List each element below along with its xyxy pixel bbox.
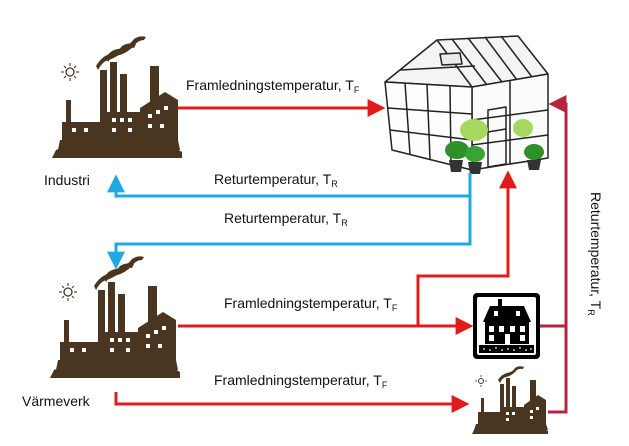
small-factory-icon (472, 366, 548, 434)
flow-retur-dark-vertical (548, 95, 568, 414)
industri-factory-icon (52, 36, 182, 158)
flow-retur-industri (107, 174, 470, 198)
sun-icon (61, 63, 79, 81)
retur-varmeverk-label: Returtemperatur, TR (224, 210, 348, 228)
framledning-varmeverk-label-2: Framledningstemperatur, TF (214, 372, 388, 390)
industri-label: Industri (44, 172, 90, 188)
varmeverk-label: Värmeverk (22, 393, 90, 409)
retur-industri-label: Returtemperatur, TR (214, 171, 338, 189)
plants-icon (445, 119, 544, 174)
greenhouse-icon (384, 35, 549, 171)
retur-vertical-label: Returtemperatur, TR (586, 192, 604, 316)
framledning-industri-label: Framledningstemperatur, TF (186, 77, 360, 95)
sun-icon (475, 375, 487, 387)
flow-retur-varmeverk (107, 173, 472, 270)
framledning-varmeverk-label-1: Framledningstemperatur, TF (224, 295, 398, 313)
house-icon (473, 293, 540, 359)
varmeverk-factory-icon (50, 256, 180, 378)
flow-framledning-varmeverk-factory (114, 392, 470, 413)
sun-icon (59, 283, 77, 301)
flow-framledning-branch (416, 170, 517, 326)
